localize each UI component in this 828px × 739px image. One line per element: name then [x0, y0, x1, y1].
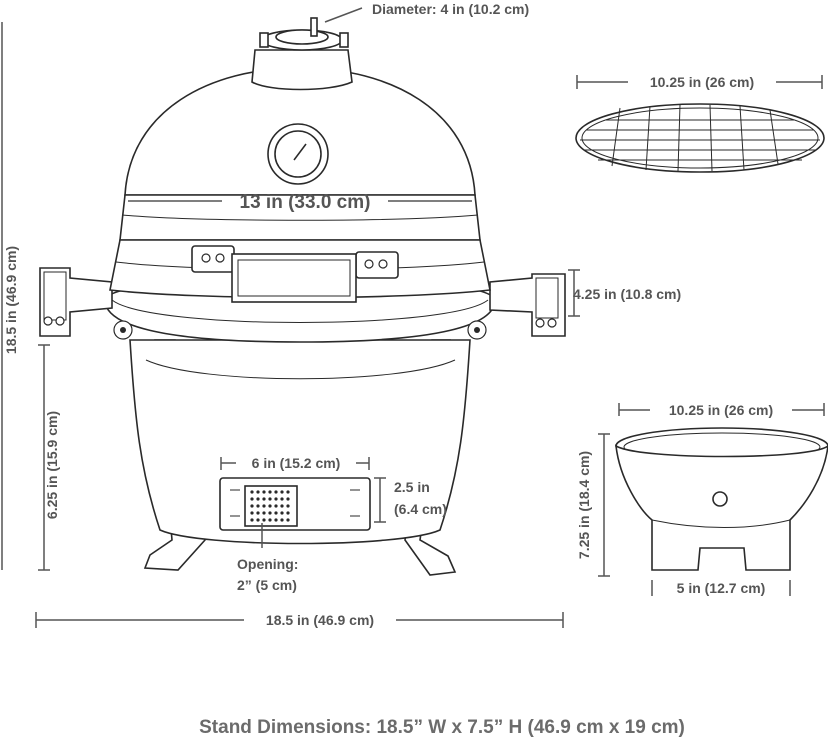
- grill-width-label: 18.5 in (46.9 cm): [266, 612, 374, 628]
- grate-dimension-line: [576, 75, 823, 89]
- cooking-grate: [575, 103, 825, 173]
- stand-dimensions-caption: Stand Dimensions: 18.5” W x 7.5” H (46.9…: [199, 717, 685, 738]
- labels: Diameter: 4 in (10.2 cm) 18.5 in (46.9 c…: [3, 1, 773, 738]
- dome-width-label: 13 in (33.0 cm): [240, 192, 371, 213]
- firebox-height-label: 7.25 in (18.4 cm): [576, 451, 592, 559]
- door-height-label-line1: 2.5 in: [394, 479, 430, 495]
- firebox-base-label: 5 in (12.7 cm): [677, 580, 766, 596]
- hinge-height-label: 4.25 in (10.8 cm): [573, 286, 681, 302]
- opening-label-line2: 2” (5 cm): [237, 577, 297, 593]
- top-vent: [251, 17, 353, 91]
- door-height-label-line2: (6.4 cm): [394, 501, 447, 517]
- firebox-diameter-label: 10.25 in (26 cm): [669, 402, 773, 418]
- base-height-label: 6.25 in (15.9 cm): [44, 411, 60, 519]
- thermometer-icon: [267, 123, 329, 185]
- lid-handle: [191, 245, 399, 303]
- grill-dimension-lines: [1, 7, 580, 628]
- firebox-dimension-lines: [598, 403, 825, 596]
- bottom-vent-door: [219, 477, 371, 531]
- kamado-grill: [39, 17, 566, 576]
- vent-diameter-label: Diameter: 4 in (10.2 cm): [372, 1, 529, 17]
- right-hinge: [489, 273, 566, 337]
- base-body: [129, 339, 471, 545]
- left-hinge: [39, 267, 113, 337]
- grate-diameter-label: 10.25 in (26 cm): [650, 74, 754, 90]
- door-width-label: 6 in (15.2 cm): [252, 455, 341, 471]
- grill-height-label: 18.5 in (46.9 cm): [3, 246, 19, 354]
- opening-label-line1: Opening:: [237, 556, 298, 572]
- firebox: [615, 427, 828, 571]
